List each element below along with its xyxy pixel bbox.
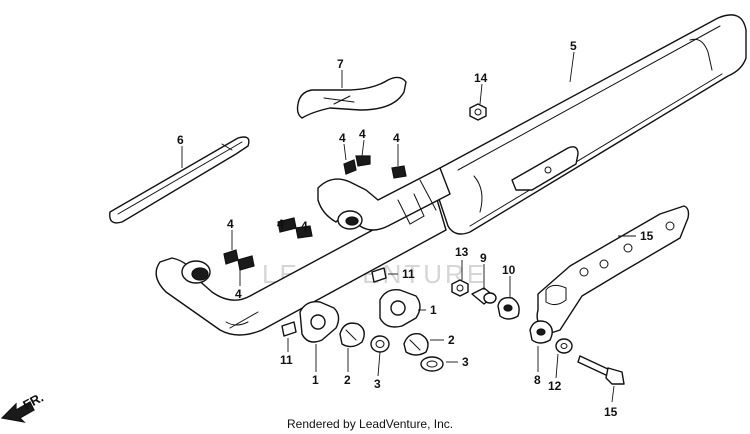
footer-credit: Rendered by LeadVenture, Inc. [287, 417, 453, 431]
callout-4-f: 4 [301, 219, 308, 233]
flange-1-left[interactable] [299, 301, 340, 343]
muffler-mounting-bracket[interactable] [536, 205, 690, 335]
callout-3-left: 3 [374, 377, 381, 391]
flange-1-right[interactable] [379, 289, 421, 328]
callout-1-left: 1 [312, 373, 319, 387]
callout-6: 6 [177, 133, 184, 147]
callout-8: 8 [534, 373, 541, 387]
retainer-2-right[interactable] [403, 333, 429, 356]
bolt-15[interactable] [577, 355, 625, 385]
stud-11-lower[interactable] [281, 321, 297, 337]
leader-lines [181, 51, 636, 403]
stud-11-upper[interactable] [371, 267, 387, 283]
nut-13[interactable] [451, 279, 469, 297]
callout-5: 5 [570, 39, 577, 53]
gasket-3-right[interactable] [420, 356, 444, 372]
heat-shield-6[interactable] [109, 136, 250, 224]
collar-9[interactable] [471, 287, 497, 305]
rear-exhaust-pipe[interactable] [317, 167, 451, 231]
callout-4-c: 4 [393, 131, 400, 145]
rubber-bushing-10[interactable] [497, 296, 520, 320]
callout-10: 10 [502, 263, 516, 277]
nut-14[interactable] [469, 103, 487, 121]
washer-12[interactable] [555, 338, 573, 354]
heat-shield-7[interactable] [296, 76, 407, 119]
spacer-8[interactable] [529, 320, 553, 344]
callout-11-upper: 11 [402, 267, 415, 281]
callout-4-d: 4 [227, 217, 234, 231]
callout-12: 12 [548, 379, 562, 393]
callout-4-g: 4 [235, 287, 242, 301]
callout-2-left: 2 [344, 373, 351, 387]
callout-3-right: 3 [462, 355, 469, 369]
callout-7: 7 [337, 57, 344, 71]
callout-4-a: 4 [339, 131, 346, 145]
callout-14: 14 [474, 71, 488, 85]
callout-4-e: 4 [277, 217, 284, 231]
callout-2-right: 2 [448, 333, 455, 347]
callout-15: 15 [604, 405, 618, 419]
callout-4-b: 4 [359, 127, 366, 141]
callout-13: 13 [455, 245, 469, 259]
muffler[interactable] [433, 14, 747, 235]
callout-11-lower: 11 [280, 353, 293, 367]
callout-9: 9 [480, 251, 487, 265]
front-direction-indicator: FR. [0, 390, 46, 423]
callout-15-top: 15 [640, 229, 654, 243]
front-arrow-icon [0, 401, 35, 423]
callout-1-right: 1 [430, 303, 437, 317]
gasket-3-left[interactable] [370, 335, 390, 353]
callout-labels: 7 5 14 6 4 4 4 4 4 4 4 11 1 13 9 10 2 3 … [177, 39, 654, 419]
retainer-2-left[interactable] [339, 322, 365, 348]
